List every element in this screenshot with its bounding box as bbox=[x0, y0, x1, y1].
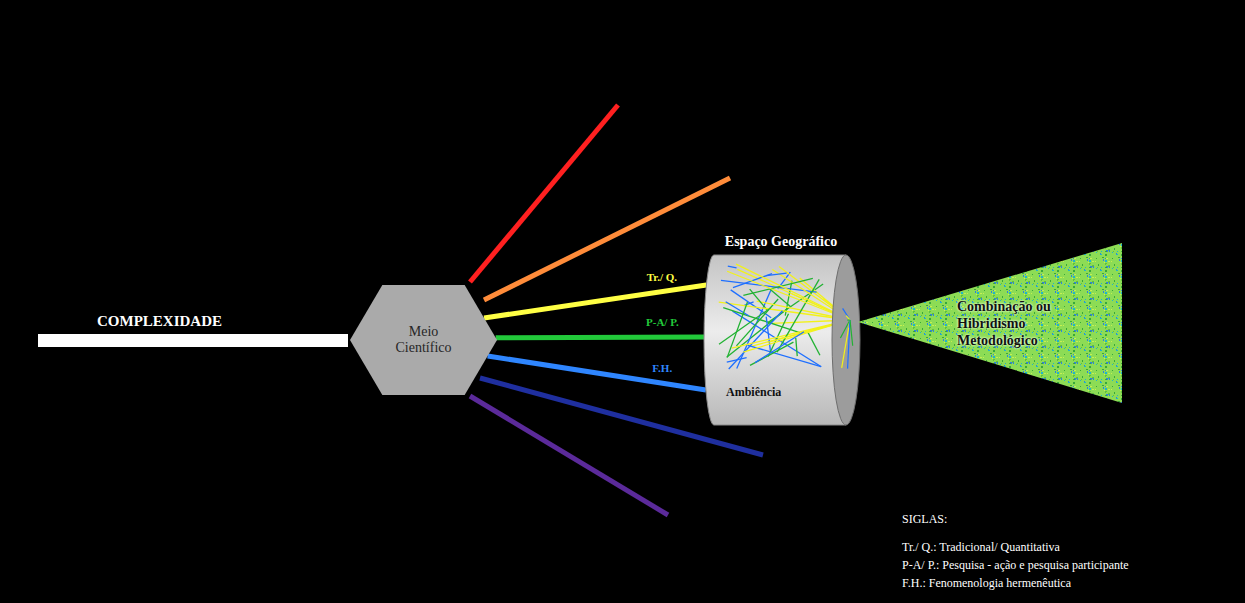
method-connector bbox=[496, 335, 704, 341]
fan-triangle bbox=[858, 243, 1122, 403]
network-stroke bbox=[796, 338, 797, 356]
network-stroke bbox=[748, 345, 821, 366]
purple-ray bbox=[470, 396, 668, 515]
network-stroke bbox=[727, 302, 747, 357]
label-holder: COMPLEXIDADE bbox=[97, 312, 222, 330]
label-holder: Tr./ Q.: Tradicional/ Quantitativa bbox=[902, 540, 1060, 554]
method-abbreviation: P-A/ P. bbox=[644, 316, 681, 328]
node-title: Combinação ou Hibridismo Metodológico bbox=[957, 299, 1091, 349]
cylinder-end bbox=[832, 255, 860, 425]
red-ray bbox=[470, 105, 618, 282]
network-stroke bbox=[842, 320, 850, 368]
network-stroke bbox=[721, 280, 817, 292]
legend-note: F.H.: Fenomenologia hermenêutica bbox=[902, 576, 1071, 590]
space-network bbox=[719, 264, 850, 369]
hexagon-shape bbox=[350, 285, 497, 395]
label-holder: P-A/ P. bbox=[644, 316, 681, 328]
label-holder: Tr./ Q. bbox=[645, 271, 679, 283]
legend-note: P-A/ P.: Pesquisa - ação e pesquisa part… bbox=[902, 558, 1129, 572]
label-holder: F.H.: Fenomenologia hermenêutica bbox=[902, 576, 1071, 590]
network-stroke bbox=[728, 266, 737, 268]
network-stroke bbox=[766, 273, 786, 275]
cylinder-node: Espaço GeográficoAmbiência bbox=[700, 228, 862, 428]
network-stroke bbox=[743, 278, 813, 295]
triangle-node: Combinação ou Hibridismo Metodológico bbox=[858, 243, 1122, 403]
label-holder: P-A/ P.: Pesquisa - ação e pesquisa part… bbox=[902, 558, 1129, 572]
network-stroke bbox=[846, 316, 850, 320]
method-connector bbox=[484, 285, 706, 318]
method-connector bbox=[488, 356, 706, 390]
text-holder: Espaço Geográfico bbox=[696, 232, 866, 250]
label-holder: F.H. bbox=[650, 362, 674, 374]
text-holder: Combinação ou Hibridismo Metodológico bbox=[957, 299, 1091, 349]
network-stroke bbox=[755, 332, 804, 363]
node-heading: Espaço Geográfico bbox=[725, 234, 837, 250]
orange-ray bbox=[484, 178, 730, 300]
network-stroke bbox=[843, 308, 850, 320]
legend-note: Tr./ Q.: Tradicional/ Quantitativa bbox=[902, 540, 1060, 554]
node-title: Meio Científico bbox=[388, 324, 460, 356]
network-stroke bbox=[766, 317, 770, 353]
method-abbreviation: F.H. bbox=[650, 362, 674, 374]
network-stroke bbox=[808, 332, 820, 355]
network-stroke bbox=[719, 302, 850, 320]
legend-heading: SIGLAS: bbox=[902, 512, 947, 526]
method-abbreviation: Tr./ Q. bbox=[645, 271, 679, 283]
label-holder: SIGLAS: bbox=[902, 512, 947, 526]
complexity-bar bbox=[38, 334, 348, 347]
network-stroke bbox=[719, 308, 771, 344]
text-holder: Ambiência bbox=[726, 385, 781, 400]
network-stroke bbox=[727, 271, 850, 320]
hexagon-node: Meio Científico bbox=[350, 285, 497, 395]
text-holder: Meio Científico bbox=[350, 285, 497, 395]
network-stroke bbox=[777, 279, 819, 352]
network-stroke bbox=[848, 320, 850, 369]
network-stroke bbox=[850, 320, 853, 346]
flow-label: COMPLEXIDADE bbox=[97, 312, 222, 330]
node-caption: Ambiência bbox=[726, 385, 781, 400]
